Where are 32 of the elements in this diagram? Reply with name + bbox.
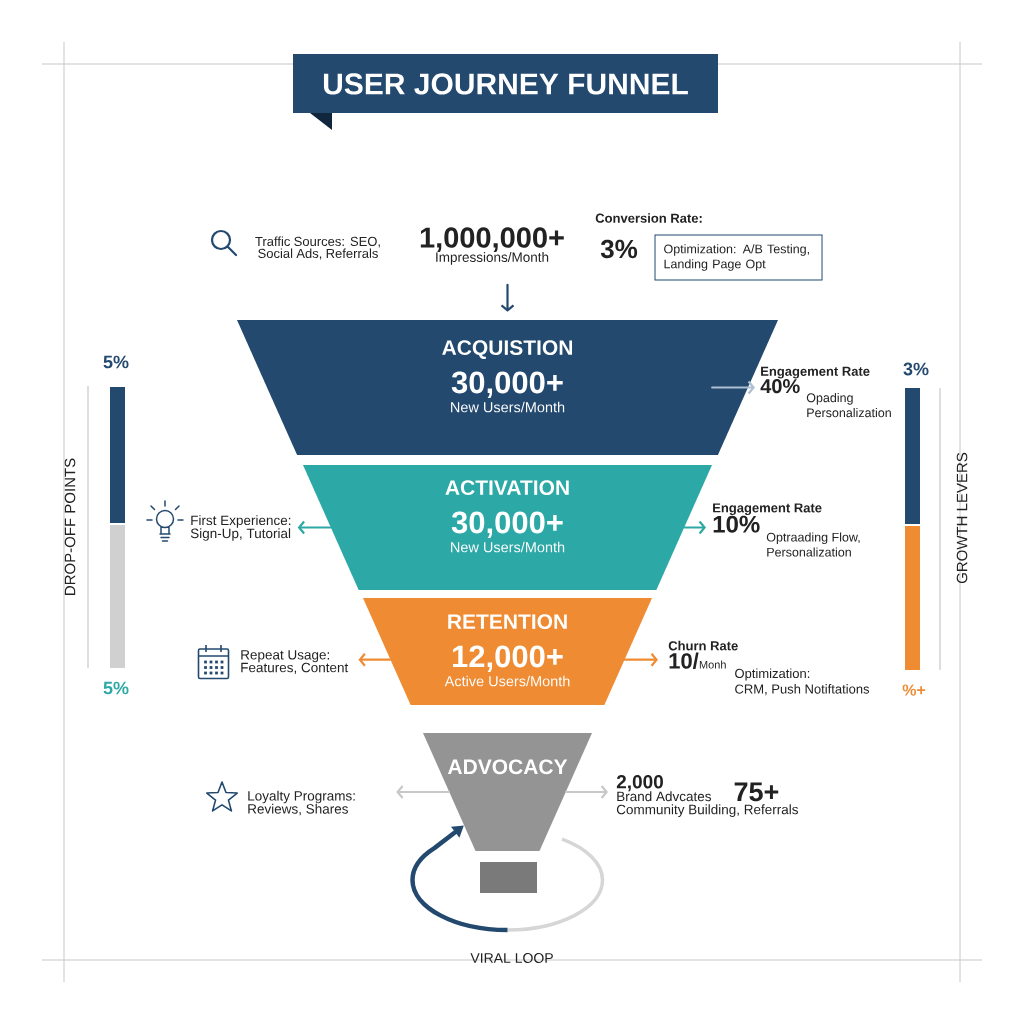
annotation-text: Loyalty Programs: Reviews, Shares <box>248 790 355 816</box>
caption-text: VIRAL LOOP <box>470 953 553 963</box>
arrow <box>396 785 451 799</box>
percentage-value: 3% <box>903 362 929 376</box>
vertical-label: GROWTH LEVERS <box>956 452 968 584</box>
percentage-value: 5% <box>103 681 129 695</box>
metric-text: Churn Rate 10/Monh Optimization: CRM, Push Notiftations <box>668 640 870 696</box>
metric-text: Engagement Rate 10% Optraading Flow, Personalization <box>713 503 860 557</box>
percentage-value: 5% <box>103 355 129 369</box>
arrow <box>358 653 392 667</box>
percentage-value: 3% <box>600 239 638 259</box>
annotation-text: Repeat Usage: Features, Content <box>241 650 349 674</box>
arrow <box>500 283 515 312</box>
heading-text: Conversion Rate: <box>595 213 702 223</box>
body-text: Traffic Sources: SEO, Social Ads, Referrals <box>255 236 380 260</box>
arrow <box>711 380 755 395</box>
note-box: Optimization: A/B Testing, Landing Page Opt <box>654 234 823 281</box>
arrow <box>683 520 706 535</box>
stem-block <box>480 862 537 893</box>
metric-text: 2,000 Brand Advcates 75+ Community Building, Referrals <box>616 775 798 817</box>
percentage-value: %+ <box>902 684 926 696</box>
funnel-stage: ADVOCACY <box>423 733 592 851</box>
arrow <box>623 653 658 667</box>
loop-arrow <box>410 825 508 933</box>
arrow <box>297 520 332 535</box>
annotation-text: First Experience: Sign-Up, Tutorial <box>190 515 291 541</box>
funnel-stage: RETENTION 12,000+ Active Users/Month <box>363 598 652 705</box>
metric-text: 1,000,000+ Impressions/Month <box>420 227 564 265</box>
arrow <box>564 785 608 799</box>
vertical-label: DROP-OFF POINTS <box>64 458 76 595</box>
title-banner: USER JOURNEY FUNNEL <box>293 54 718 130</box>
funnel-stage: ACTIVATION 30,000+ New Users/Month <box>303 465 712 590</box>
